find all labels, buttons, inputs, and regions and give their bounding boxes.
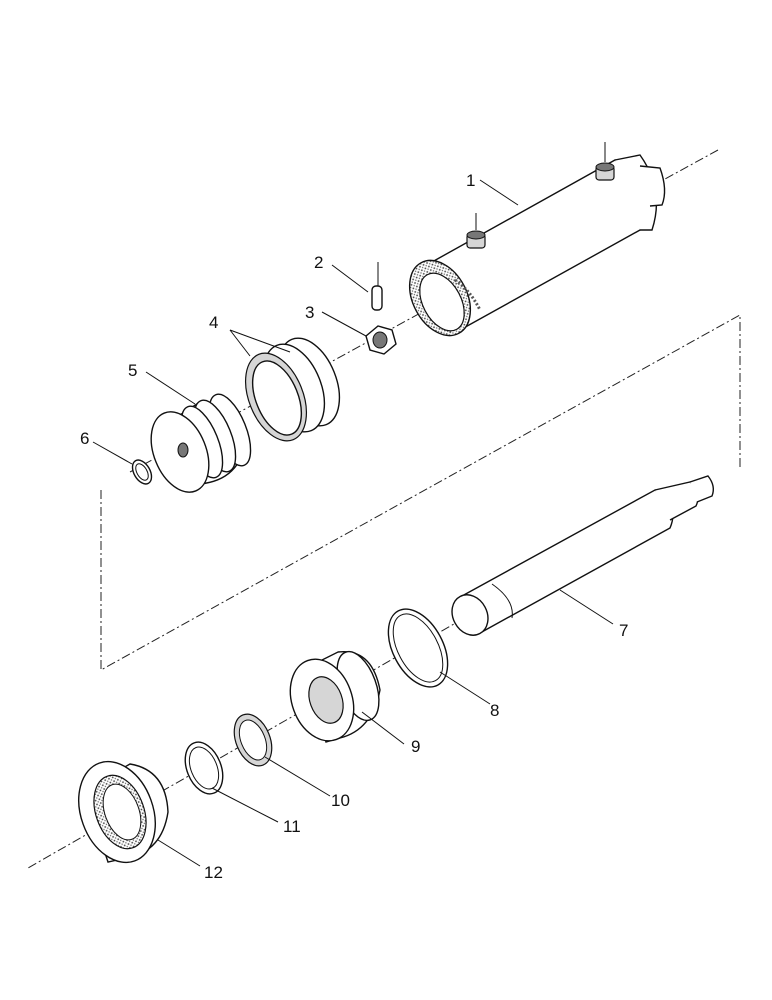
callout-10: 10 [331, 791, 350, 810]
callout-4: 4 [209, 313, 218, 332]
piston-seal [245, 337, 341, 442]
gland-nut [78, 760, 169, 864]
o-ring [387, 608, 449, 688]
snap-ring [131, 459, 153, 485]
callout-2: 2 [314, 253, 323, 272]
assembly-path-line [100, 314, 741, 671]
callout-11: 11 [283, 817, 301, 836]
pin [371, 262, 383, 311]
nut [365, 325, 397, 355]
leader-lines [92, 179, 614, 867]
barrel-port-front [466, 213, 486, 249]
callout-5: 5 [128, 361, 137, 380]
cylinder-head [289, 650, 381, 743]
barrel-port-rear [595, 142, 615, 181]
callout-9: 9 [411, 737, 420, 756]
callout-7: 7 [619, 621, 628, 640]
callout-6: 6 [80, 429, 89, 448]
retaining-ring [184, 741, 224, 795]
callout-1: 1 [466, 171, 475, 190]
callout-12: 12 [204, 863, 223, 882]
callout-8: 8 [490, 701, 499, 720]
cylinder-barrel [408, 154, 666, 337]
callout-3: 3 [305, 303, 314, 322]
piston [150, 393, 252, 493]
wiper-seal [233, 713, 273, 767]
piston-rod [451, 475, 715, 636]
